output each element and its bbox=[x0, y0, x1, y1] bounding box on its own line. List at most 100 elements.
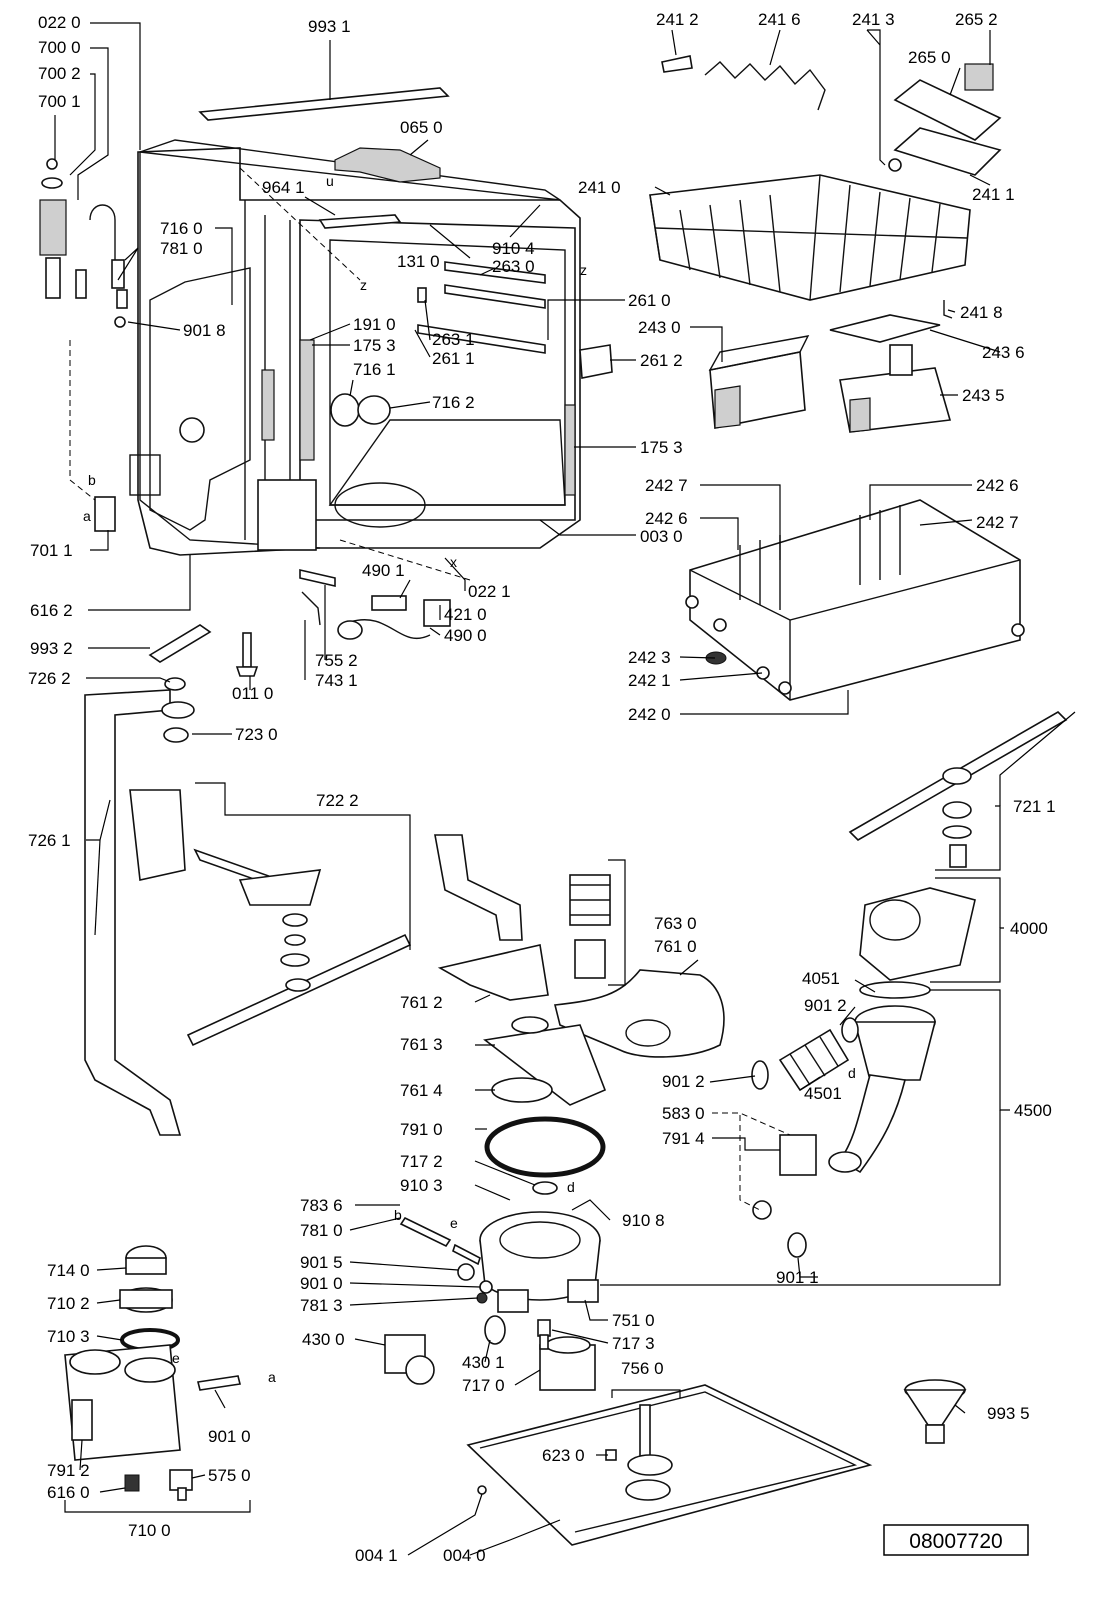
part-label-7173: 717 3 bbox=[612, 1334, 655, 1353]
part-label-2410: 241 0 bbox=[578, 178, 621, 197]
part-label-9104: 910 4 bbox=[492, 239, 535, 258]
cutlery-basket-small-drawing bbox=[708, 335, 810, 429]
softener-pin-drawing bbox=[197, 1375, 241, 1391]
part-label-7630: 763 0 bbox=[654, 914, 697, 933]
part-label-2435: 243 5 bbox=[962, 386, 1005, 405]
part-labels: 022 0 700 0 700 2 700 1 993 1 065 0 964 … bbox=[28, 10, 1056, 1565]
part-label-4210: 421 0 bbox=[444, 605, 487, 624]
upper-spray-arm-drawing bbox=[848, 711, 1068, 868]
part-label-7140: 714 0 bbox=[47, 1261, 90, 1280]
part-label-9012-top: 901 2 bbox=[804, 996, 847, 1015]
leader-lines bbox=[54, 22, 1076, 1556]
part-label-2610: 261 0 bbox=[628, 291, 671, 310]
part-label-0110: 011 0 bbox=[232, 684, 273, 703]
part-label-7000: 700 0 bbox=[38, 38, 81, 57]
part-label-9932: 993 2 bbox=[30, 639, 73, 658]
part-label-2611: 261 1 bbox=[432, 349, 475, 368]
fine-filter-drawing bbox=[569, 874, 611, 979]
part-label-2426-left: 242 6 bbox=[645, 509, 688, 528]
bellows-drawing bbox=[751, 1017, 859, 1092]
part-label-0220: 022 0 bbox=[38, 13, 81, 32]
part-label-2612: 261 2 bbox=[640, 351, 683, 370]
bracket-drawing bbox=[579, 344, 613, 379]
sump-drawing bbox=[479, 1211, 601, 1313]
part-label-7810-top: 781 0 bbox=[160, 239, 203, 258]
wrench-drawing bbox=[148, 624, 212, 663]
ref-letter-b-hinge: b bbox=[88, 472, 96, 488]
part-label-9018: 901 8 bbox=[183, 321, 226, 340]
rail-guide-drawing bbox=[893, 79, 1002, 141]
part-label-7612: 761 2 bbox=[400, 993, 443, 1012]
water-softener-drawing bbox=[64, 1245, 181, 1461]
part-label-7170: 717 0 bbox=[462, 1376, 505, 1395]
part-label-9010-bottom: 901 0 bbox=[208, 1427, 251, 1446]
part-label-7222: 722 2 bbox=[316, 791, 359, 810]
top-seal-drawing bbox=[334, 147, 441, 183]
drain-pump-drawing bbox=[539, 1334, 596, 1391]
part-label-1310: 131 0 bbox=[397, 252, 440, 271]
part-label-2418: 241 8 bbox=[960, 303, 1003, 322]
ref-letter-u: u bbox=[326, 173, 334, 189]
upper-basket-drawing bbox=[649, 174, 971, 301]
ref-letter-d-sump: d bbox=[567, 1179, 575, 1195]
clip-drawing bbox=[417, 287, 427, 303]
ref-letter-b-heater: b bbox=[394, 1207, 402, 1223]
part-label-2650: 265 0 bbox=[908, 48, 951, 67]
part-label-7613: 761 3 bbox=[400, 1035, 443, 1054]
part-label-9931: 993 1 bbox=[308, 17, 351, 36]
shelf-pin-drawing bbox=[888, 158, 902, 172]
ref-letter-e-softener: e bbox=[172, 1350, 180, 1366]
non-return-valve-drawing bbox=[779, 1134, 817, 1176]
part-label-7552: 755 2 bbox=[315, 651, 358, 670]
part-label-7011: 701 1 bbox=[30, 541, 73, 560]
small-ring-drawing bbox=[479, 1280, 493, 1294]
part-label-2426-right: 242 6 bbox=[976, 476, 1019, 495]
part-label-4901: 490 1 bbox=[362, 561, 405, 580]
part-label-7001: 700 1 bbox=[38, 92, 81, 111]
part-label-4301: 430 1 bbox=[462, 1353, 505, 1372]
part-label-7431: 743 1 bbox=[315, 671, 358, 690]
part-label-7102: 710 2 bbox=[47, 1294, 90, 1313]
part-label-7910: 791 0 bbox=[400, 1120, 443, 1139]
part-label-2630: 263 0 bbox=[492, 257, 535, 276]
part-label-0030: 003 0 bbox=[640, 527, 683, 546]
part-label-7230: 723 0 bbox=[235, 725, 278, 744]
part-label-9935: 993 5 bbox=[987, 1404, 1030, 1423]
part-label-1753-bottom: 175 3 bbox=[640, 438, 683, 457]
foot-screw-drawing bbox=[235, 632, 259, 677]
part-label-7002: 700 2 bbox=[38, 64, 81, 83]
cutlery-basket-drawing bbox=[839, 344, 952, 433]
part-label-2421: 242 1 bbox=[628, 671, 671, 690]
part-label-2423: 242 3 bbox=[628, 648, 671, 667]
softener-valve-drawing bbox=[169, 1469, 193, 1501]
part-label-7103: 710 3 bbox=[47, 1327, 90, 1346]
drain-pump-cap-drawing bbox=[537, 1319, 551, 1337]
stopper-drawing bbox=[964, 63, 994, 91]
part-label-1753-top: 175 3 bbox=[353, 336, 396, 355]
document-number: 08007720 bbox=[909, 1530, 1002, 1553]
part-label-4500: 4500 bbox=[1014, 1101, 1052, 1120]
part-label-5830: 583 0 bbox=[662, 1104, 705, 1123]
rail-bottom-drawing bbox=[417, 324, 546, 354]
part-label-6162: 616 2 bbox=[30, 601, 73, 620]
ref-letter-z-right: z bbox=[580, 262, 587, 278]
part-label-7810-bottom: 781 0 bbox=[300, 1221, 343, 1240]
part-label-9010-mid: 901 0 bbox=[300, 1274, 343, 1293]
part-label-2427-right: 242 7 bbox=[976, 513, 1019, 532]
ref-letter-d-bellows: d bbox=[848, 1065, 856, 1081]
pressostat-seal-drawing bbox=[484, 1315, 506, 1345]
filter-plate-drawing bbox=[554, 969, 725, 1058]
spray-arm-support-drawing bbox=[483, 1016, 607, 1106]
part-label-7161: 716 1 bbox=[353, 360, 396, 379]
part-label-7560: 756 0 bbox=[621, 1359, 664, 1378]
part-label-9641: 964 1 bbox=[262, 178, 305, 197]
part-label-0040: 004 0 bbox=[443, 1546, 486, 1565]
seal-ring-drawing bbox=[752, 1200, 772, 1220]
part-label-2436: 243 6 bbox=[982, 343, 1025, 362]
basket-clip-drawing bbox=[661, 55, 693, 73]
part-label-7172: 717 2 bbox=[400, 1152, 443, 1171]
ref-letter-x: x bbox=[450, 554, 457, 570]
ref-letter-a-softener: a bbox=[268, 1369, 276, 1385]
part-label-9103: 910 3 bbox=[400, 1176, 443, 1195]
